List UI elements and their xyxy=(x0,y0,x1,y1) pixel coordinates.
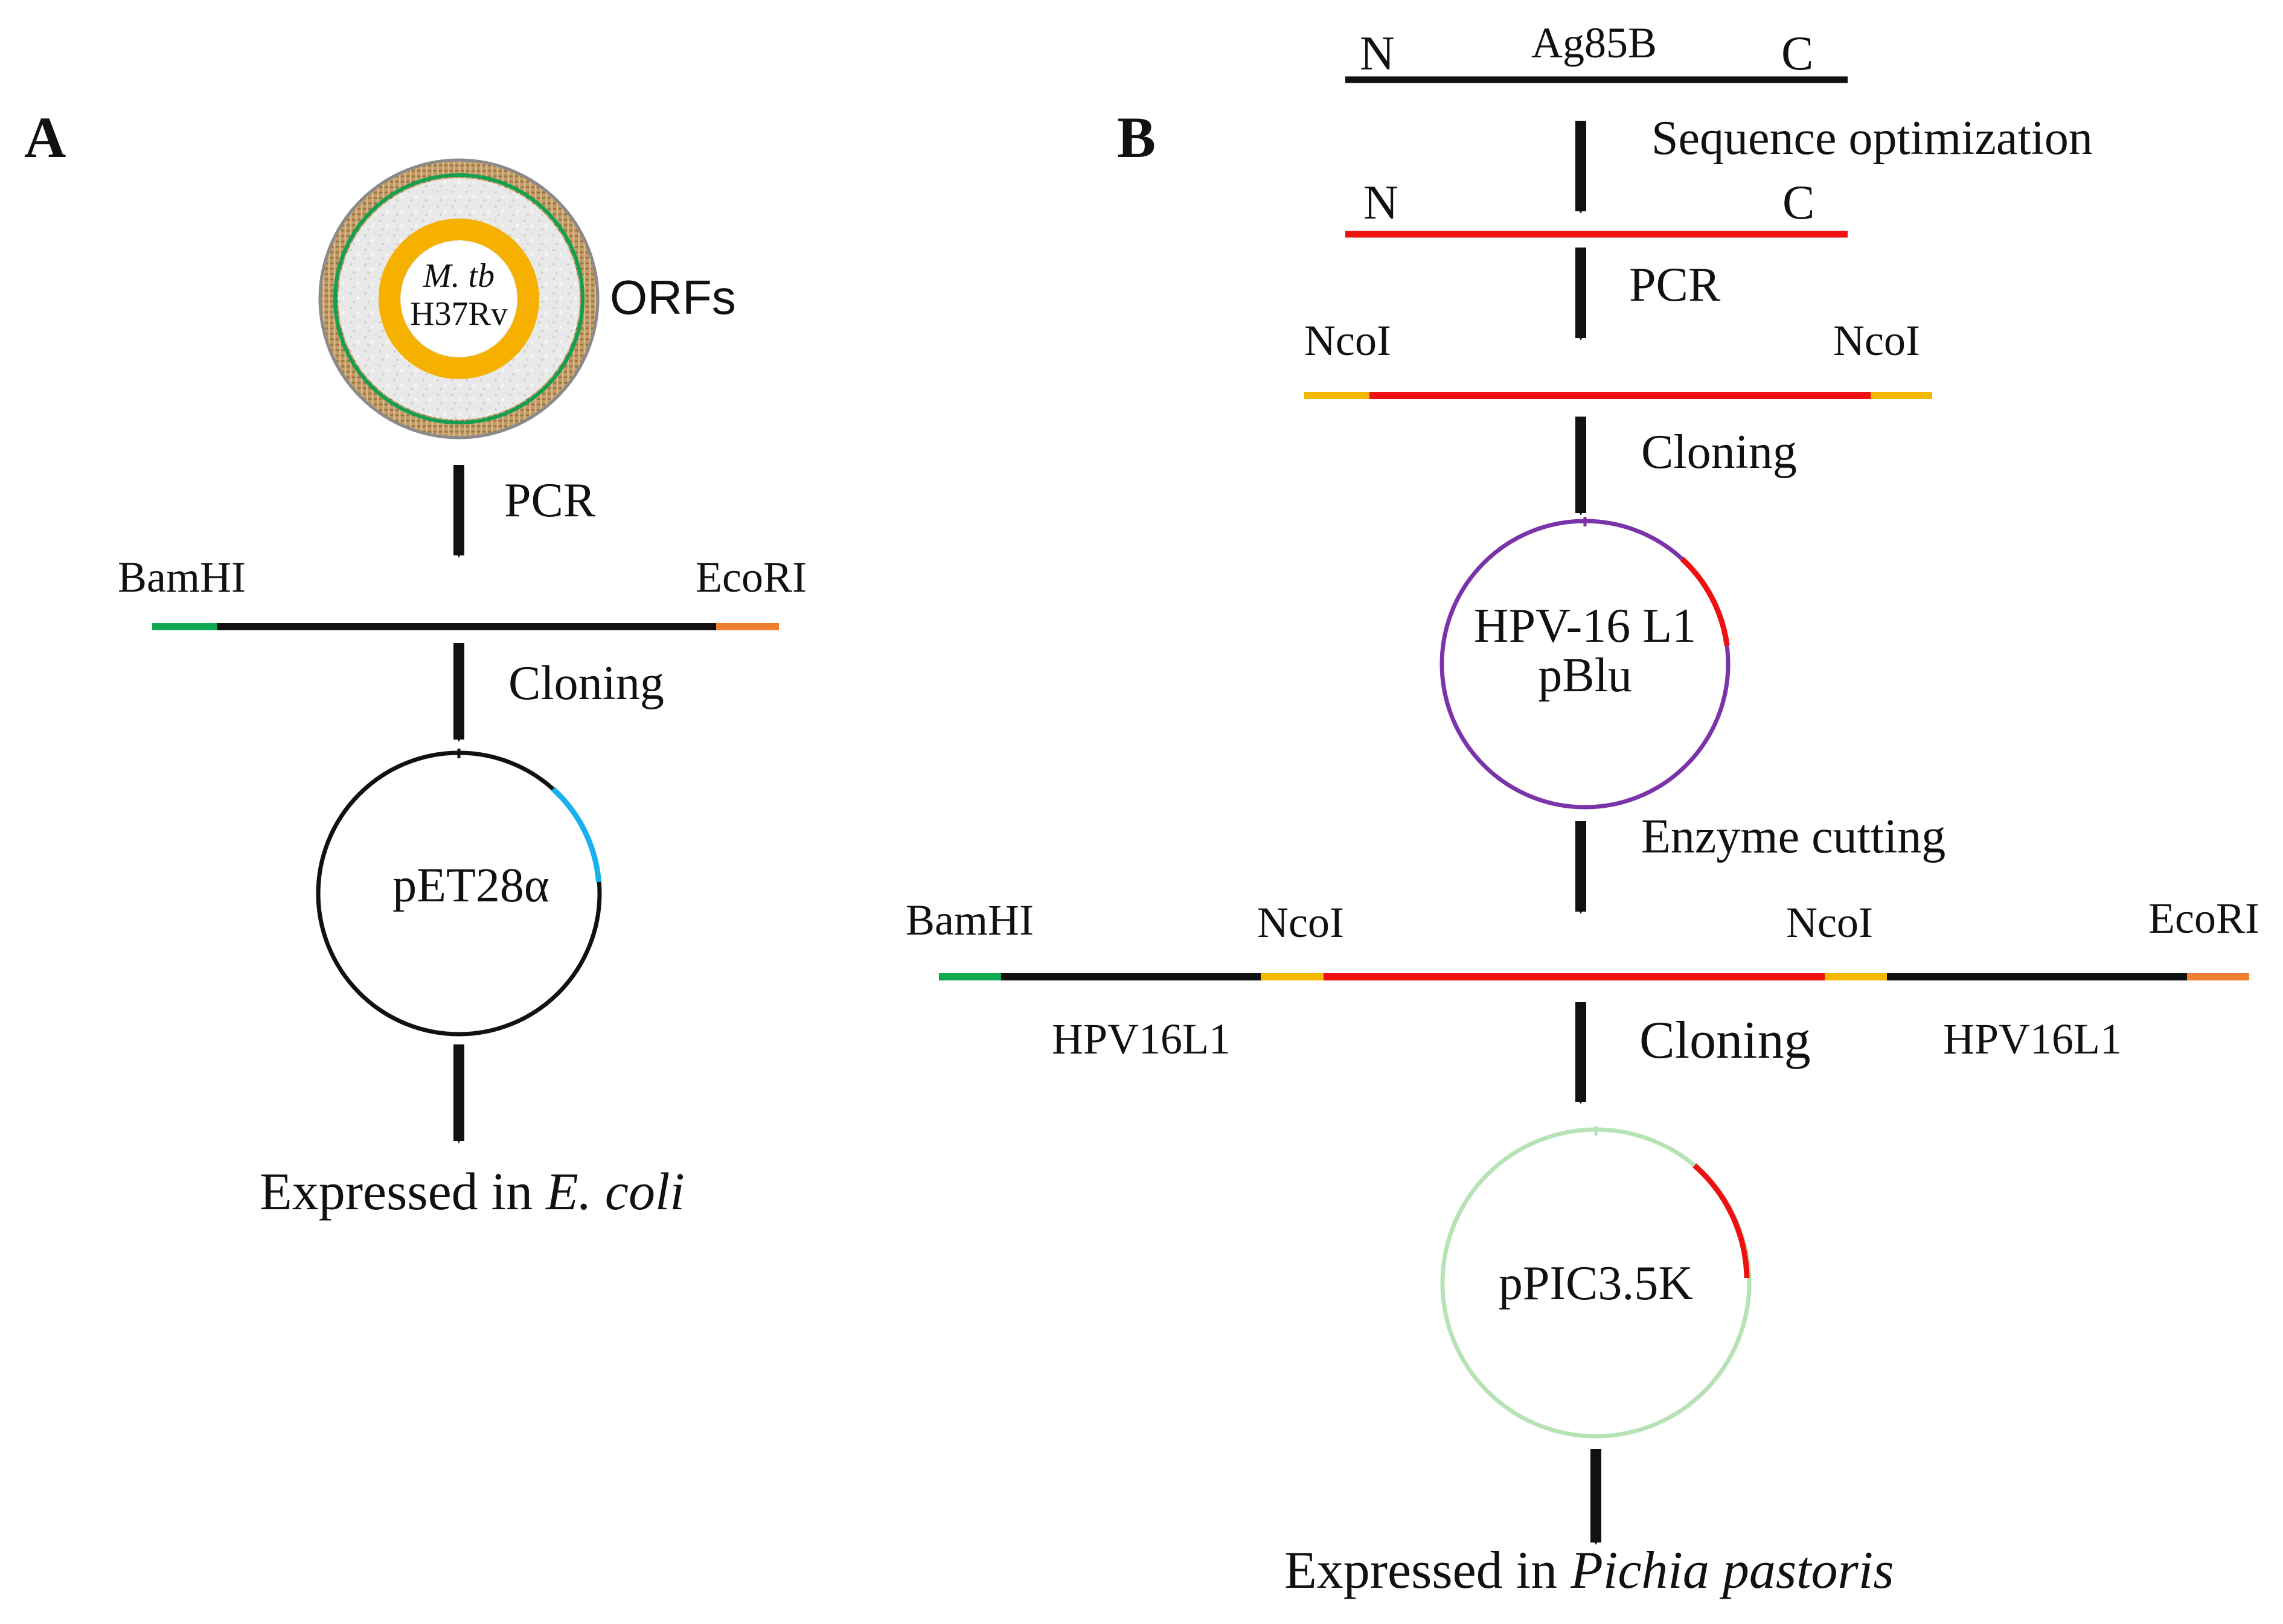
insert-segment xyxy=(551,787,601,883)
cloning-label-b2: Cloning xyxy=(1639,1011,1811,1070)
ecori-label-b: EcoRI xyxy=(2148,894,2259,942)
bamhi-label-a: BamHI xyxy=(118,553,246,601)
gene-n-term: N xyxy=(1360,27,1395,80)
optimized-c-term: C xyxy=(1782,176,1814,229)
plasmid-hpv16-pblu: HPV-16 L1 pBlu xyxy=(1439,517,1731,810)
ncoi-label-b1: NcoI xyxy=(1257,898,1344,947)
pcr-label-b: PCR xyxy=(1629,258,1721,312)
expressed-in-text: Expressed in xyxy=(260,1163,546,1221)
hpv16l1-label-right: HPV16L1 xyxy=(1943,1015,2122,1063)
panel-b: B N Ag85B C Sequence optimization N C PC… xyxy=(906,19,2259,1600)
organism-name: M. tb xyxy=(423,257,495,295)
plasmid-label-a: pET28α xyxy=(392,859,549,912)
panel-a-label: A xyxy=(24,105,66,170)
strain-name: H37Rv xyxy=(410,295,508,333)
host-pichia: Pichia pastoris xyxy=(1570,1541,1894,1600)
expressed-in-text-b: Expressed in xyxy=(1284,1541,1571,1600)
mtb-cell: M. tb H37Rv ORFs xyxy=(318,158,736,440)
plasmid-label-b2: pPIC3.5K xyxy=(1499,1257,1693,1310)
pcr-label-a: PCR xyxy=(504,474,596,527)
ecori-label-a: EcoRI xyxy=(696,553,807,601)
insert-segment-pblu xyxy=(1680,557,1730,646)
expression-result-b: Expressed in Pichia pastoris xyxy=(1284,1541,1894,1600)
plasmid-ppic35k: pPIC3.5K xyxy=(1440,1126,1752,1439)
panel-a: A M. tb H37Rv ORFs PCR BamHI EcoRI Cloni… xyxy=(24,105,807,1221)
cloning-label-b1: Cloning xyxy=(1641,426,1797,479)
plasmid-label-b1-line1: HPV-16 L1 xyxy=(1474,599,1696,653)
orf-ring xyxy=(379,219,539,379)
ncoi-label-right: NcoI xyxy=(1833,316,1920,365)
plasmid-label-b1-line2: pBlu xyxy=(1538,649,1632,702)
hpv16l1-label-left: HPV16L1 xyxy=(1052,1015,1231,1063)
enzyme-cutting-label: Enzyme cutting xyxy=(1641,810,1945,863)
bamhi-label-b: BamHI xyxy=(906,896,1034,944)
ncoi-label-left: NcoI xyxy=(1304,316,1391,365)
optimization-label: Sequence optimization xyxy=(1651,112,2093,165)
optimized-n-term: N xyxy=(1363,176,1398,229)
gene-c-term: C xyxy=(1781,27,1813,80)
cell-center xyxy=(401,241,517,357)
insert-segment-ppic xyxy=(1692,1163,1750,1279)
gene-name: Ag85B xyxy=(1531,19,1657,67)
orfs-label: ORFs xyxy=(610,270,736,324)
ncoi-label-b2: NcoI xyxy=(1786,898,1873,947)
host-ecoli: E. coli xyxy=(545,1163,685,1221)
expression-result-a: Expressed in E. coli xyxy=(260,1163,685,1221)
plasmid-pet28a: pET28α xyxy=(316,749,602,1037)
panel-b-label: B xyxy=(1117,105,1156,170)
cell-membrane xyxy=(333,173,584,424)
cloning-label-a: Cloning xyxy=(508,657,664,710)
